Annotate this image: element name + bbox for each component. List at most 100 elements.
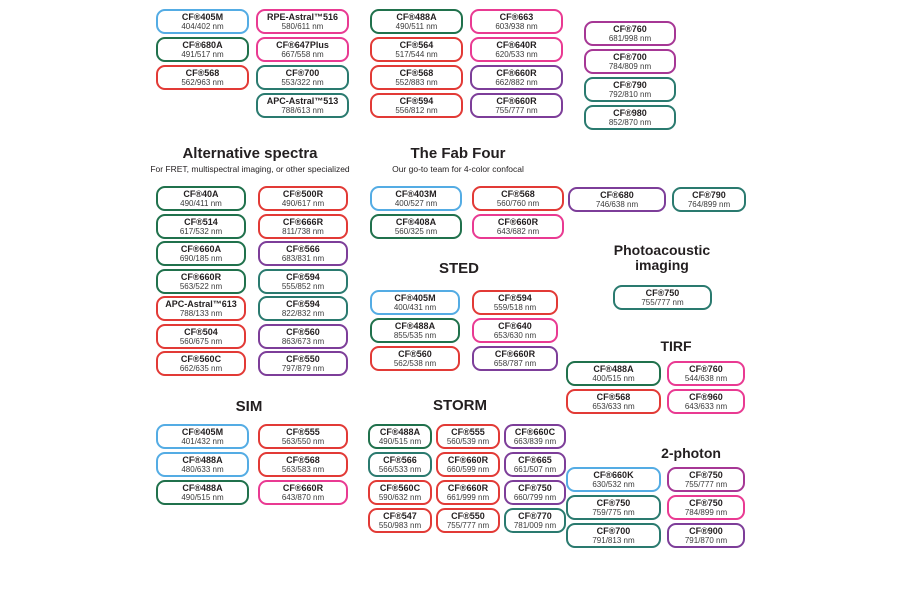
dye-wavelengths: 660/599 nm	[446, 465, 490, 474]
dye-wavelengths: 562/963 nm	[181, 78, 224, 87]
dye-wavelengths: 490/617 nm	[281, 199, 325, 208]
dye-wavelengths: 563/522 nm	[179, 281, 223, 291]
dye-name: CF®660K	[593, 470, 634, 480]
dye-wavelengths: 566/533 nm	[378, 465, 422, 474]
dye-wavelengths: 643/682 nm	[496, 227, 540, 236]
dye-wavelengths: 759/775 nm	[592, 508, 635, 517]
dye-name: CF®700	[285, 68, 320, 78]
fab-four-title: The Fab Four	[410, 145, 506, 162]
dye-name: APC-Astral™513	[266, 96, 339, 106]
dye-wavelengths: 658/787 nm	[493, 359, 537, 368]
dye-name: CF®660R	[282, 483, 324, 493]
dye-name: CF®500R	[282, 189, 324, 199]
alternative-spectra-subtitle: For FRET, multispectral imaging, or othe…	[150, 164, 350, 174]
dye-name: CF®760	[613, 24, 647, 34]
dye-name: CF®760	[689, 364, 723, 374]
dye-wavelengths: 590/632 nm	[378, 493, 422, 502]
dye-name: CF®660R	[496, 96, 537, 106]
dye-name: CF®750	[689, 498, 723, 508]
section-title-fab-four: The Fab Four Our go-to team for 4-color …	[368, 145, 548, 175]
dye-wavelengths: 490/511 nm	[395, 22, 438, 31]
dye-name: CF®640	[498, 321, 532, 331]
dye-name: CF®405M	[181, 12, 224, 22]
sted-title: STED	[438, 260, 479, 277]
section-title-alternative-spectra: Alternative spectra For FRET, multispect…	[140, 146, 360, 175]
dye-wavelengths: 643/870 nm	[281, 493, 325, 502]
dye-wavelengths: 690/185 nm	[179, 254, 223, 263]
dye-name: CF®405M	[394, 293, 436, 303]
dye-wavelengths: 560/325 nm	[394, 227, 438, 236]
dye-wavelengths: 630/532 nm	[592, 480, 635, 489]
dye-name: CF®700	[596, 526, 631, 536]
dye-name: CF®594	[498, 293, 532, 303]
dye-wavelengths: 555/852 nm	[281, 281, 325, 291]
dye-wavelengths: 490/515 nm	[181, 493, 224, 502]
fab-four-subtitle: Our go-to team for 4-color confocal	[392, 164, 524, 174]
dye-wavelengths: 755/777 nm	[495, 106, 538, 115]
dye-wavelengths: 617/532 nm	[179, 226, 223, 236]
sim-title: SIM	[235, 398, 263, 415]
dye-wavelengths: 855/535 nm	[393, 331, 437, 340]
dye-name: CF®564	[399, 40, 434, 50]
dye-wavelengths: 653/630 nm	[493, 331, 537, 340]
dye-name: CF®640R	[496, 40, 537, 50]
dye-wavelengths: 746/638 nm	[595, 200, 639, 209]
dye-wavelengths: 490/515 nm	[378, 437, 422, 446]
dye-name: CF®680A	[182, 40, 223, 50]
dye-wavelengths: 400/515 nm	[592, 374, 635, 383]
dye-wavelengths: 552/883 nm	[395, 78, 438, 87]
dye-wavelengths: 560/760 nm	[496, 199, 540, 208]
dye-wavelengths: 400/527 nm	[394, 199, 438, 208]
dye-name: CF®40A	[183, 189, 219, 199]
dye-name: CF®560C	[180, 354, 222, 364]
dye-name: CF®980	[613, 108, 647, 118]
dye-wavelengths: 781/009 nm	[513, 521, 557, 530]
dye-name: CF®568	[399, 68, 434, 78]
dye-wavelengths: 863/673 nm	[281, 336, 325, 346]
dye-name: CF®663	[499, 12, 534, 22]
dye-wavelengths: 400/431 nm	[393, 303, 437, 312]
dye-wavelengths: 550/983 nm	[378, 521, 422, 530]
tirf-title: TIRF	[660, 338, 692, 354]
dye-wavelengths: 852/870 nm	[608, 118, 652, 127]
